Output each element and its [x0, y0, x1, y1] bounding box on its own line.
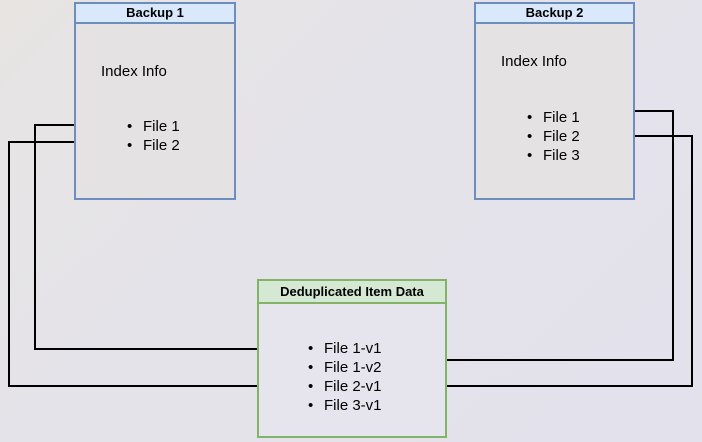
backup2-file-list: File 1File 2File 3	[527, 108, 580, 165]
list-item: File 1	[127, 117, 180, 136]
backup2-title: Backup 2	[476, 4, 633, 24]
dedup-body: File 1-v1File 1-v2File 2-v1File 3-v1	[259, 304, 445, 436]
list-item: File 1	[527, 108, 580, 127]
backup2-index-info-label: Index Info	[501, 53, 567, 70]
backup1-index-info-label: Index Info	[101, 63, 167, 80]
backup1-box: Backup 1 Index Info File 1File 2	[74, 2, 236, 200]
list-item: File 3-v1	[308, 396, 382, 415]
deduplicated-item-data-box: Deduplicated Item Data File 1-v1File 1-v…	[257, 279, 447, 438]
backup2-box: Backup 2 Index Info File 1File 2File 3	[474, 2, 635, 200]
backup1-body: Index Info File 1File 2	[76, 24, 234, 198]
list-item: File 2	[127, 136, 180, 155]
list-item: File 1-v1	[308, 339, 382, 358]
dedup-title: Deduplicated Item Data	[259, 281, 445, 304]
dedup-item-list: File 1-v1File 1-v2File 2-v1File 3-v1	[308, 339, 382, 415]
list-item: File 2-v1	[308, 377, 382, 396]
backup2-body: Index Info File 1File 2File 3	[476, 24, 633, 198]
list-item: File 1-v2	[308, 358, 382, 377]
backup1-title: Backup 1	[76, 4, 234, 24]
list-item: File 2	[527, 127, 580, 146]
list-item: File 3	[527, 146, 580, 165]
backup1-file-list: File 1File 2	[127, 117, 180, 155]
